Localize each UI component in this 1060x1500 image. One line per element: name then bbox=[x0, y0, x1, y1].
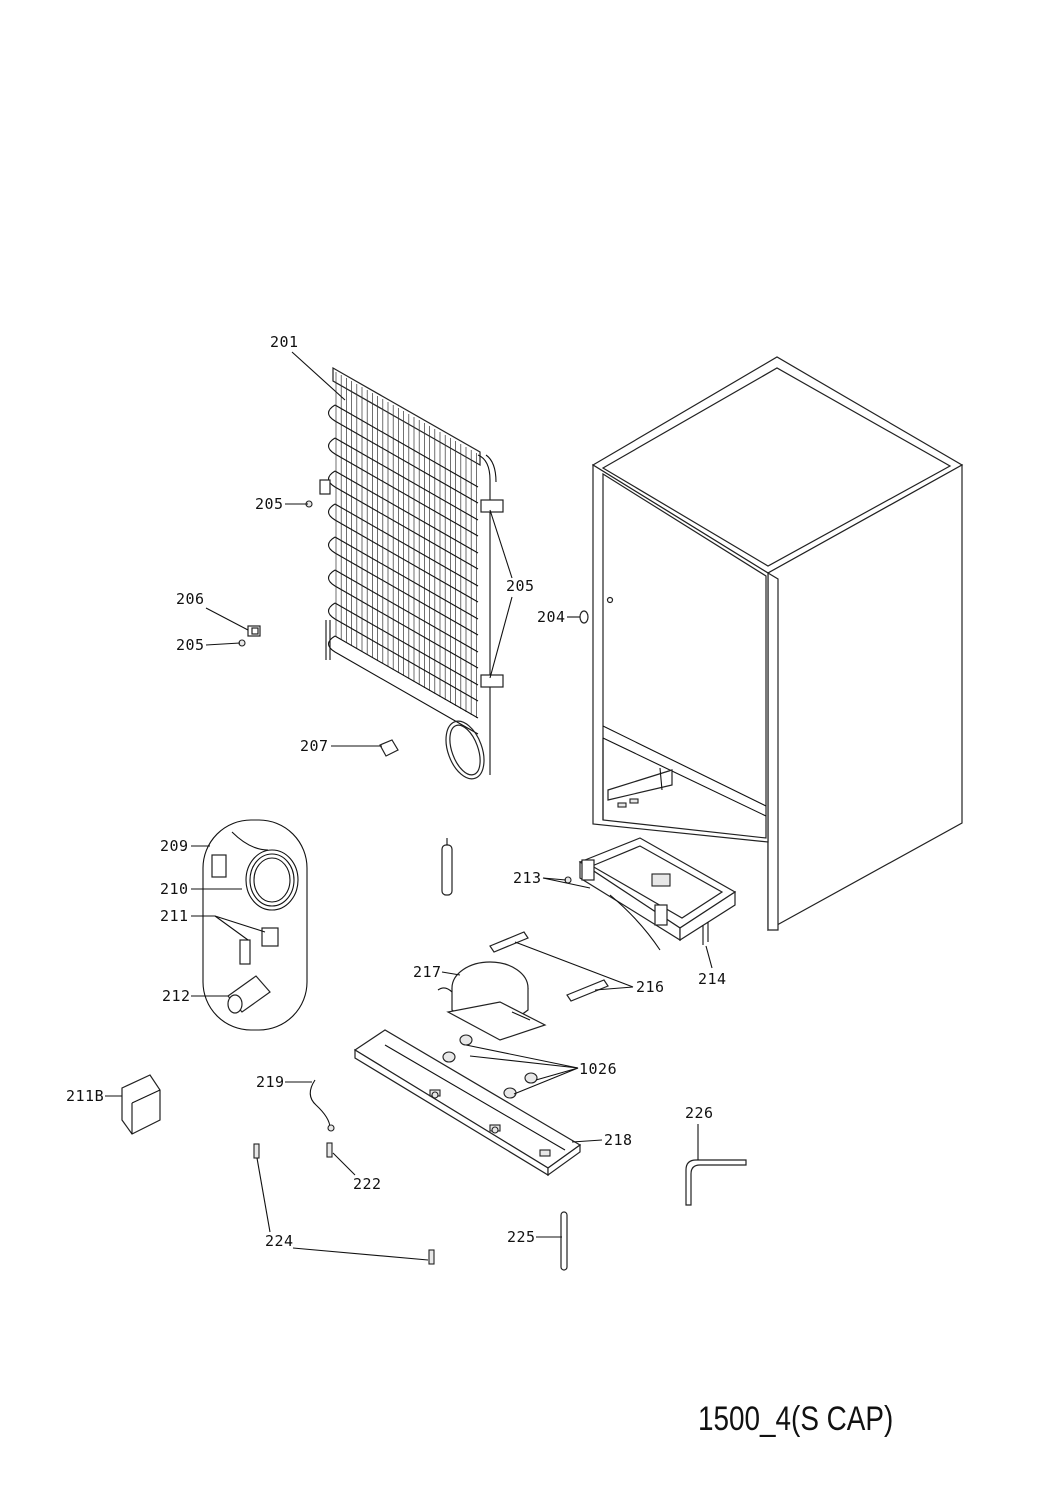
relay-cover-211b bbox=[121, 1074, 161, 1135]
callout-218: 218 bbox=[604, 1131, 633, 1149]
screw-222 bbox=[326, 1142, 333, 1158]
clip-206 bbox=[247, 625, 261, 637]
compressor-217 bbox=[437, 961, 547, 1041]
callout-214: 214 bbox=[698, 970, 727, 988]
power-cable-210 bbox=[211, 831, 299, 911]
callout-207: 207 bbox=[300, 737, 329, 755]
callout-205-left: 205 bbox=[255, 495, 284, 513]
clip-207 bbox=[379, 739, 399, 757]
callout-1026: 1026 bbox=[579, 1060, 617, 1078]
base-plate-218 bbox=[353, 1029, 582, 1177]
evaporation-tray-214 bbox=[578, 837, 737, 951]
callout-225: 225 bbox=[507, 1228, 536, 1246]
callout-224: 224 bbox=[265, 1232, 294, 1250]
electrical-group-outline bbox=[202, 819, 308, 1031]
callout-209: 209 bbox=[160, 837, 189, 855]
callout-204: 204 bbox=[537, 608, 566, 626]
callout-222: 222 bbox=[353, 1175, 382, 1193]
callout-216: 216 bbox=[636, 978, 665, 996]
screw-224-lower bbox=[428, 1249, 435, 1265]
grommet-204 bbox=[579, 610, 589, 624]
bracket-216-upper bbox=[489, 931, 529, 953]
tube-225 bbox=[560, 1211, 568, 1271]
callout-211b: 211B bbox=[66, 1087, 104, 1105]
callout-212: 212 bbox=[162, 987, 191, 1005]
callout-211: 211 bbox=[160, 907, 189, 925]
callout-205-right: 205 bbox=[506, 577, 535, 595]
bracket-216-lower bbox=[566, 979, 609, 1002]
tube-226 bbox=[685, 1159, 747, 1206]
callout-206: 206 bbox=[176, 590, 205, 608]
capacitor-212 bbox=[227, 975, 271, 1014]
screw-224-upper bbox=[253, 1143, 260, 1159]
filter-drier bbox=[441, 838, 453, 896]
relay-211 bbox=[239, 927, 279, 965]
callout-201: 201 bbox=[270, 333, 299, 351]
callout-219: 219 bbox=[256, 1073, 285, 1091]
callout-213: 213 bbox=[513, 869, 542, 887]
callout-217: 217 bbox=[413, 963, 442, 981]
diagram-code: 1500_4(S CAP) bbox=[698, 1400, 894, 1438]
wire-219 bbox=[309, 1079, 335, 1132]
grommets-1026 bbox=[442, 1034, 538, 1099]
leader-lines bbox=[105, 351, 713, 1261]
callout-226: 226 bbox=[685, 1104, 714, 1122]
cabinet-body bbox=[591, 356, 964, 932]
condenser-201 bbox=[319, 366, 504, 780]
callout-205-lower: 205 bbox=[176, 636, 205, 654]
callout-210: 210 bbox=[160, 880, 189, 898]
